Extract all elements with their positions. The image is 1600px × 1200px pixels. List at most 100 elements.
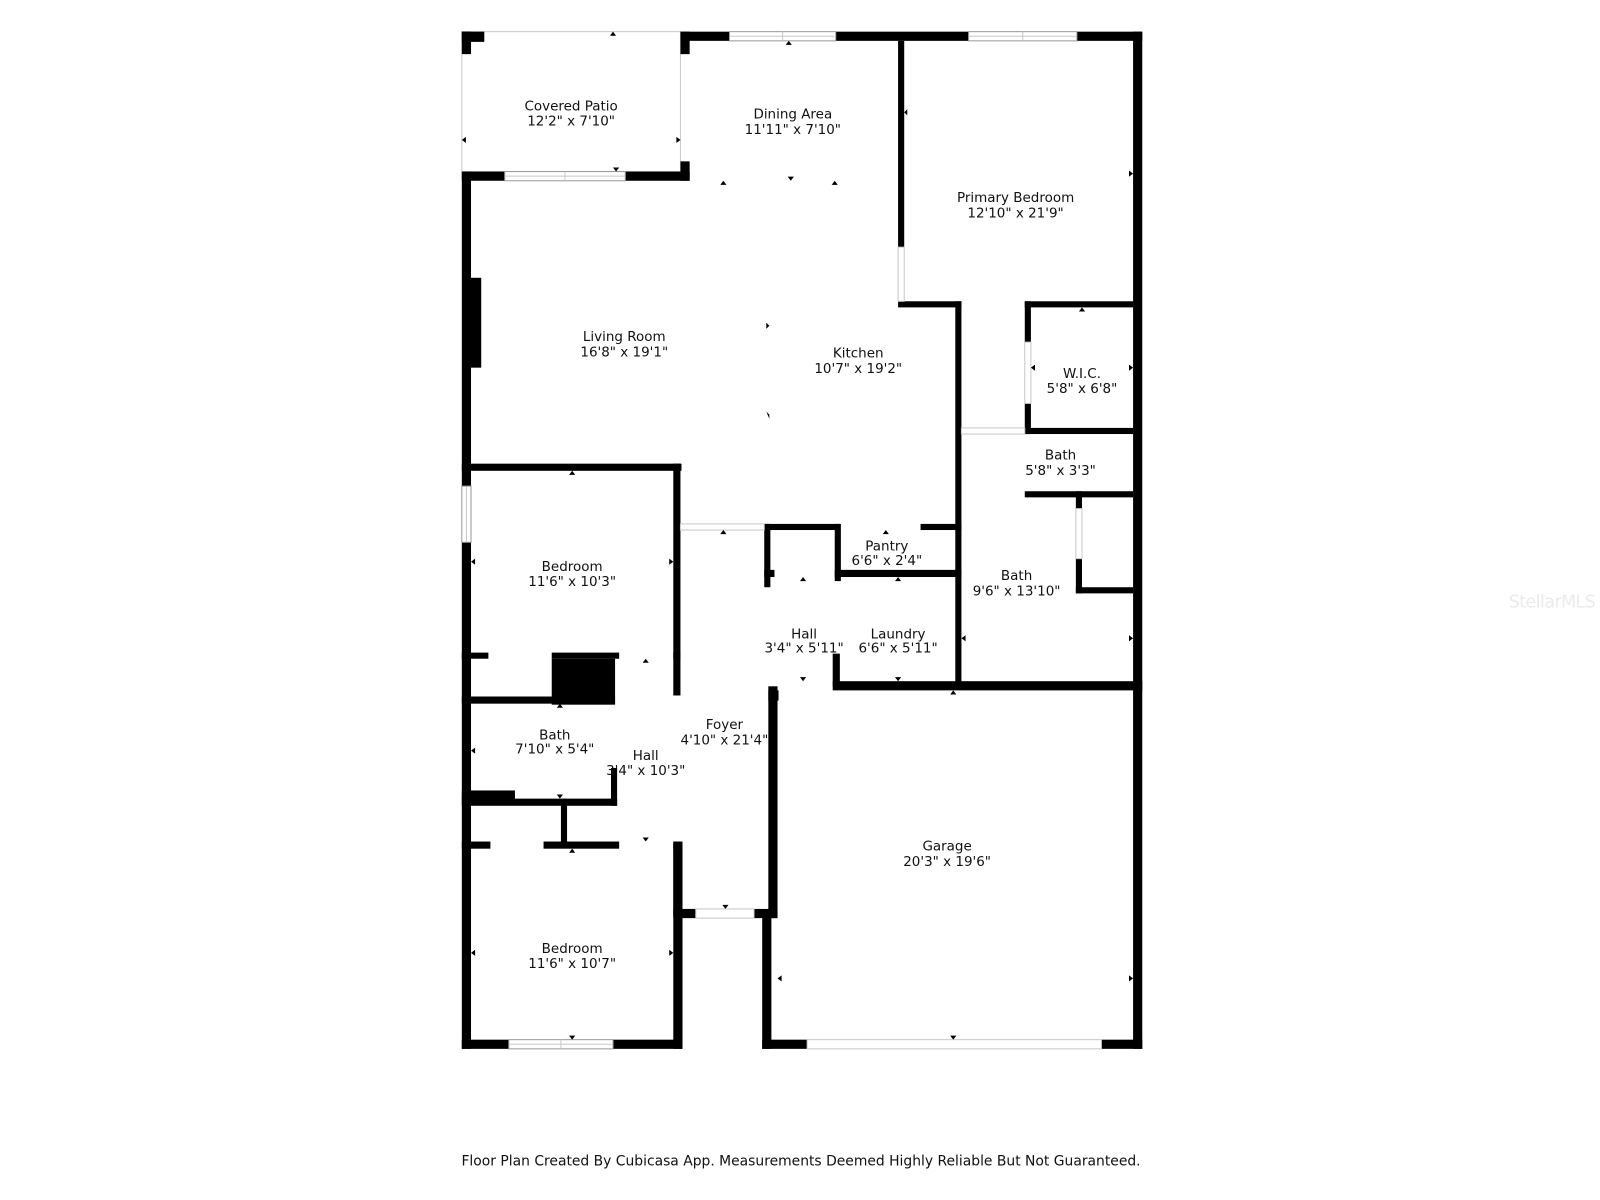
room-living-room: Living Room 16'8" x 19'1"	[580, 329, 668, 360]
room-pantry: Pantry 6'6" x 2'4"	[852, 538, 923, 568]
wall-hallbath-vanity	[461, 790, 515, 800]
room-dimensions: 5'8" x 6'8"	[1047, 381, 1118, 397]
room-dimensions: 6'6" x 5'11"	[858, 641, 937, 657]
room-name: Pantry	[865, 538, 908, 554]
wall-shower-top-stub	[1075, 491, 1082, 509]
room-dining-area: Dining Area 11'11" x 7'10"	[745, 106, 841, 137]
room-dimensions: 3'4" x 5'11"	[764, 641, 843, 657]
room-dimensions: 11'6" x 10'7"	[528, 956, 616, 972]
wall-shower-bottom	[1075, 587, 1134, 594]
wall-patio-corner-v	[461, 31, 472, 55]
room-dimensions: 4'10" x 21'4"	[681, 733, 769, 749]
wic-door	[1024, 341, 1032, 404]
wall-garage-top	[832, 681, 1143, 691]
room-bedroom-2: Bedroom 11'6" x 10'7"	[528, 941, 616, 972]
wall-bedroom1-bottom-a	[461, 652, 489, 659]
wall-dining-stub-bottom	[680, 161, 690, 181]
room-dimensions: 5'8" x 3'3"	[1025, 463, 1096, 479]
wall-bedroom1-right	[673, 463, 681, 655]
room-dimensions: 6'6" x 2'4"	[852, 553, 923, 569]
front-entry	[695, 908, 755, 919]
wall-bedroom2-right	[673, 841, 683, 1049]
room-name: W.I.C.	[1063, 366, 1101, 382]
room-dimensions: 16'8" x 19'1"	[580, 344, 668, 360]
room-name: Foyer	[706, 717, 744, 733]
room-name: Living Room	[583, 329, 666, 345]
room-dimensions: 10'7" x 19'2"	[814, 361, 902, 377]
footer-disclaimer: Floor Plan Created By Cubicasa App. Meas…	[461, 1153, 1140, 1169]
watermark: StellarMLS	[1509, 593, 1596, 613]
room-name: Primary Bedroom	[957, 190, 1074, 206]
primary-door	[897, 246, 905, 302]
room-dimensions: 11'6" x 10'3"	[528, 574, 616, 590]
wall-bedroom1-bottom-b	[551, 652, 620, 659]
room-dimensions: 20'3" x 19'6"	[903, 854, 991, 870]
wall-top	[680, 31, 1143, 41]
room-name: Hall	[791, 626, 817, 642]
room-dimensions: 9'6" x 13'10"	[973, 583, 1061, 599]
wall-bedroom2-top-b	[543, 841, 620, 849]
wall-bedroom1-top	[461, 463, 682, 471]
wall-left	[461, 171, 472, 1049]
wall-hallbath-top	[461, 696, 616, 704]
room-name: Bedroom	[542, 941, 603, 957]
windows	[461, 31, 1102, 1050]
room-bath-hall: Bath 7'10" x 5'4"	[515, 727, 594, 757]
wall-closet-divider	[560, 798, 568, 848]
room-name: Bath	[1045, 448, 1076, 464]
wall-wic-left-top	[1024, 301, 1031, 343]
wall-hallbath-right	[610, 768, 618, 806]
wall-hall1-right-top	[834, 523, 841, 582]
wall-hall1-left-top	[764, 523, 771, 588]
room-hall-1: Hall 3'4" x 5'11"	[764, 626, 843, 656]
room-laundry: Laundry 6'6" x 5'11"	[858, 626, 937, 656]
room-name: Garage	[922, 839, 971, 855]
room-dimensions: 12'10" x 21'9"	[967, 206, 1063, 222]
room-bath-small: Bath 5'8" x 3'3"	[1025, 448, 1096, 479]
room-bedroom-1: Bedroom 11'6" x 10'3"	[528, 559, 616, 590]
room-name: Bath	[1001, 568, 1032, 584]
wall-right	[1133, 31, 1143, 1049]
room-kitchen: Kitchen 10'7" x 19'2"	[814, 345, 902, 376]
wall-foyer-right	[768, 686, 778, 919]
room-name: Bath	[539, 727, 570, 743]
wall-garage-corner	[768, 690, 779, 701]
wall-hallbath-bottom	[461, 798, 618, 806]
wall-foyer-left-a	[673, 654, 681, 696]
wall-garage-bottom-left	[762, 1039, 808, 1049]
room-foyer: Foyer 4'10" x 21'4"	[681, 717, 769, 748]
wall-hall1-stub	[764, 569, 775, 578]
fireplace	[467, 277, 482, 368]
wall-primary-bottom-right	[1024, 301, 1134, 308]
room-primary-bedroom: Primary Bedroom 12'10" x 21'9"	[957, 190, 1074, 221]
room-covered-patio: Covered Patio 12'2" x 7'10"	[524, 98, 617, 129]
wall-foyer-entry-right	[754, 908, 778, 919]
wall-primary-bottom-left	[898, 301, 962, 308]
room-name: Dining Area	[753, 106, 832, 122]
wall-wic-left-bottom	[1024, 403, 1031, 435]
wall-primary-left	[898, 40, 905, 248]
wall-pantry-top-right	[920, 523, 962, 531]
foyer-kitchen-opening	[679, 523, 765, 531]
shower-opening	[1075, 508, 1083, 560]
wall-foyer-left-b	[673, 844, 681, 917]
wall-patio-corner-h	[461, 31, 485, 42]
wall-wic-bottom	[1024, 427, 1134, 435]
room-dimensions: 12'2" x 7'10"	[527, 114, 615, 130]
primary-bath-opening	[960, 427, 1026, 435]
room-name: Covered Patio	[524, 98, 617, 114]
room-garage: Garage 20'3" x 19'6"	[903, 839, 991, 870]
room-name: Hall	[633, 748, 659, 764]
wall-dining-stub-top	[680, 31, 690, 55]
walls	[461, 31, 1143, 1049]
wall-shower-left	[1075, 558, 1082, 594]
wall-foyer-entry-left	[673, 908, 696, 919]
room-bath-primary: Bath 9'6" x 13'10"	[973, 568, 1061, 599]
measurement-ticks	[461, 31, 1134, 1040]
room-dimensions: 3'4" x 10'3"	[606, 763, 685, 779]
room-dimensions: 11'11" x 7'10"	[745, 122, 841, 138]
room-wic: W.I.C. 5'8" x 6'8"	[1047, 366, 1118, 397]
room-name: Kitchen	[833, 345, 884, 361]
room-hall-2: Hall 3'4" x 10'3"	[606, 748, 685, 779]
wall-laundry-left	[832, 653, 840, 687]
